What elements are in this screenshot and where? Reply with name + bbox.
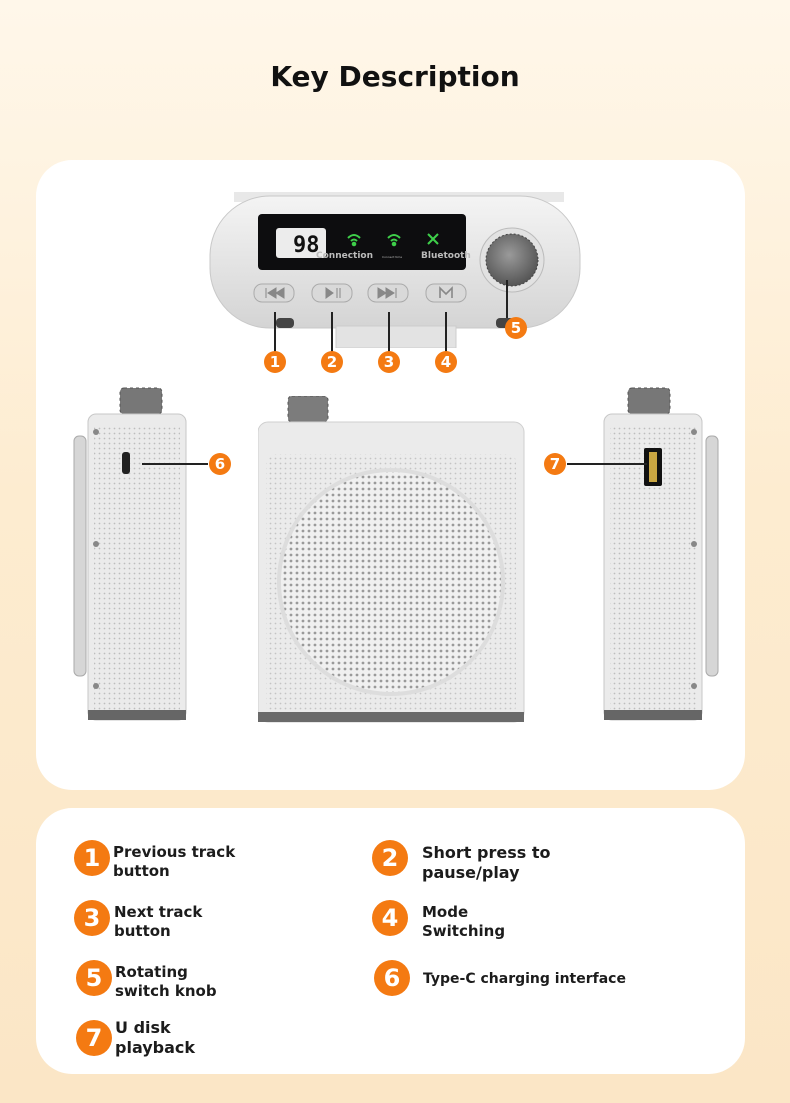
- leader-line-3: [388, 312, 390, 356]
- marker-6: 6: [209, 453, 231, 475]
- marker-5: 5: [505, 317, 527, 339]
- marker-1: 1: [264, 351, 286, 373]
- play-pause-icon: [325, 287, 341, 299]
- marker-7: 7: [544, 453, 566, 475]
- legend-text-3: Next track button: [114, 903, 203, 940]
- legend-number-5: 5: [76, 960, 112, 996]
- leader-line-6: [142, 463, 208, 465]
- button-row: [253, 283, 467, 303]
- wifi-icon: [347, 234, 401, 247]
- leader-line-4: [445, 312, 447, 356]
- right-side-view: [603, 387, 719, 721]
- legend-number-6: 6: [374, 960, 410, 996]
- bluetooth-icon: [427, 233, 439, 245]
- leader-line-1: [274, 312, 276, 356]
- legend-number-2: 2: [372, 840, 408, 876]
- legend-text-4: Mode Switching: [422, 903, 506, 940]
- previous-track-icon: [265, 287, 285, 299]
- leader-line-5: [506, 280, 508, 318]
- legend-number-3: 3: [74, 900, 110, 936]
- left-side-view: [73, 387, 187, 721]
- legend-text-1: Previous track button: [113, 843, 236, 880]
- page-title: Key Description: [270, 60, 520, 93]
- lcd-number: 98: [293, 233, 320, 258]
- control-panel-illustration: 98 Connection Connect time Bluetooth: [209, 192, 581, 348]
- lcd-label-connection: Connection: [316, 251, 373, 261]
- lcd-label-bluetooth: Bluetooth: [421, 251, 471, 261]
- legend-text-5: Rotating switch knob: [115, 963, 217, 1000]
- legend-number-1: 1: [74, 840, 110, 876]
- product-illustration-panel: 98 Connection Connect time Bluetooth: [36, 160, 745, 790]
- legend-text-2: Short press to pause/play: [422, 843, 551, 882]
- mode-m-icon: [439, 286, 453, 298]
- leader-line-7: [567, 463, 647, 465]
- marker-2: 2: [321, 351, 343, 373]
- legend-text-7: U disk playback: [115, 1018, 196, 1057]
- legend-text-6: Type-C charging interface: [423, 971, 626, 987]
- front-speaker-view: [258, 396, 525, 723]
- key-legend-panel: 1 Previous track button 2 Short press to…: [36, 808, 745, 1074]
- next-track-icon: [377, 287, 397, 299]
- leader-line-2: [331, 312, 333, 356]
- marker-3: 3: [378, 351, 400, 373]
- marker-4: 4: [435, 351, 457, 373]
- legend-number-7: 7: [76, 1020, 112, 1056]
- legend-number-4: 4: [372, 900, 408, 936]
- lcd-small-text: Connect time: [382, 255, 402, 259]
